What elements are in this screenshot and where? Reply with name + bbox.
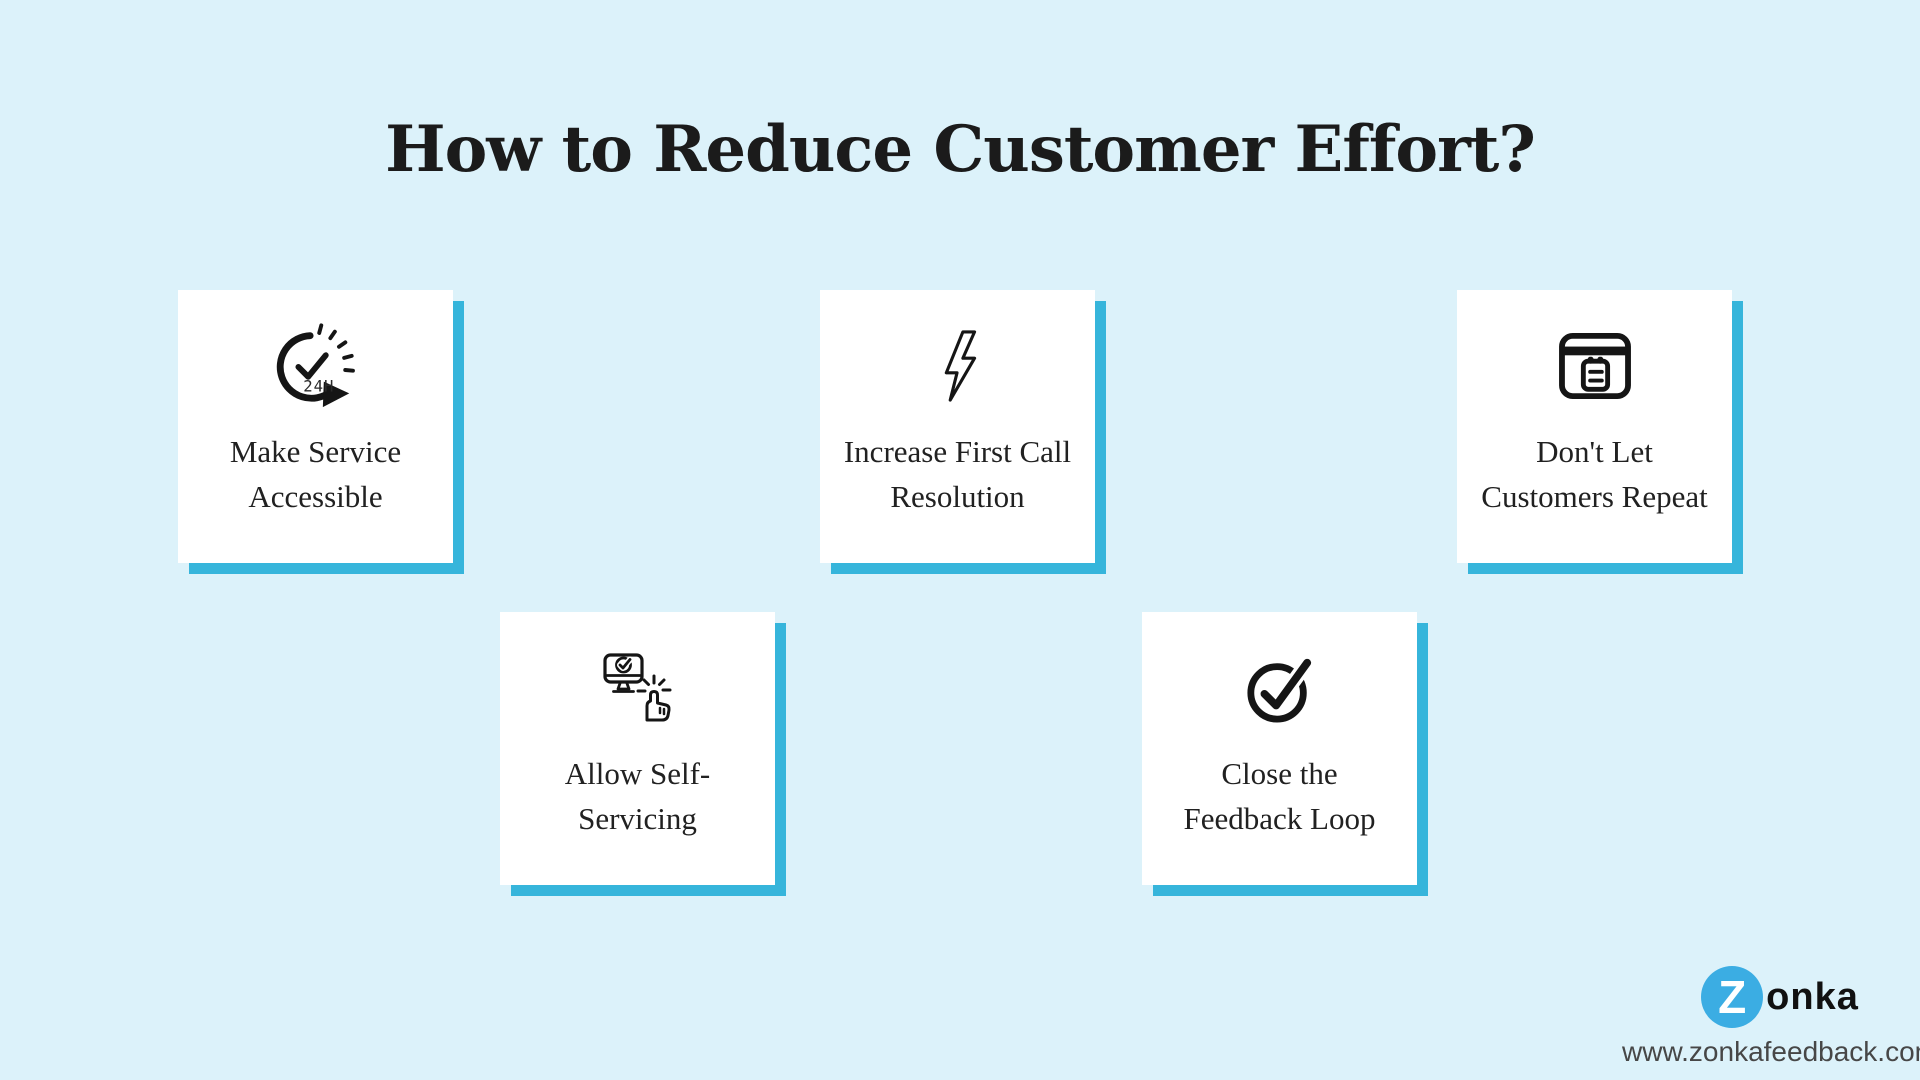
zonka-logo-z-icon: Z xyxy=(1701,966,1764,1028)
card-label: Make Service Accessible xyxy=(229,434,402,514)
card-allow-self-servicing: Allow Self- Servicing xyxy=(500,612,775,885)
card-close-the-feedback-loop: Close the Feedback Loop xyxy=(1142,612,1417,885)
website-url: www.zonkafeedback.com xyxy=(1622,1036,1920,1067)
zonka-logo-text: onka xyxy=(1766,976,1859,1018)
card-dont-let-customers-repeat: Don't Let Customers Repeat xyxy=(1457,290,1732,563)
svg-text:24H: 24H xyxy=(303,376,334,395)
page-title: How to Reduce Customer Effort? xyxy=(385,112,1536,187)
card-increase-first-call-resolution: Increase First Call Resolution xyxy=(820,290,1095,563)
24h-clock-icon: 24H xyxy=(178,323,453,408)
monitor-click-icon xyxy=(500,650,775,726)
card-label: Don't Let Customers Repeat xyxy=(1481,434,1708,514)
browser-checklist-icon xyxy=(1457,328,1732,404)
footer: Z onka www.zonkafeedback.com xyxy=(1622,966,1920,1068)
card-label: Allow Self- Servicing xyxy=(564,756,711,836)
card-label: Increase First Call Resolution xyxy=(843,434,1072,514)
lightning-bolt-icon xyxy=(820,328,1095,404)
card-label: Close the Feedback Loop xyxy=(1183,756,1376,836)
zonka-logo: Z onka xyxy=(1701,966,1859,1028)
card-make-service-accessible: 24H Make Service Accessible xyxy=(178,290,453,563)
check-circle-icon xyxy=(1142,650,1417,726)
